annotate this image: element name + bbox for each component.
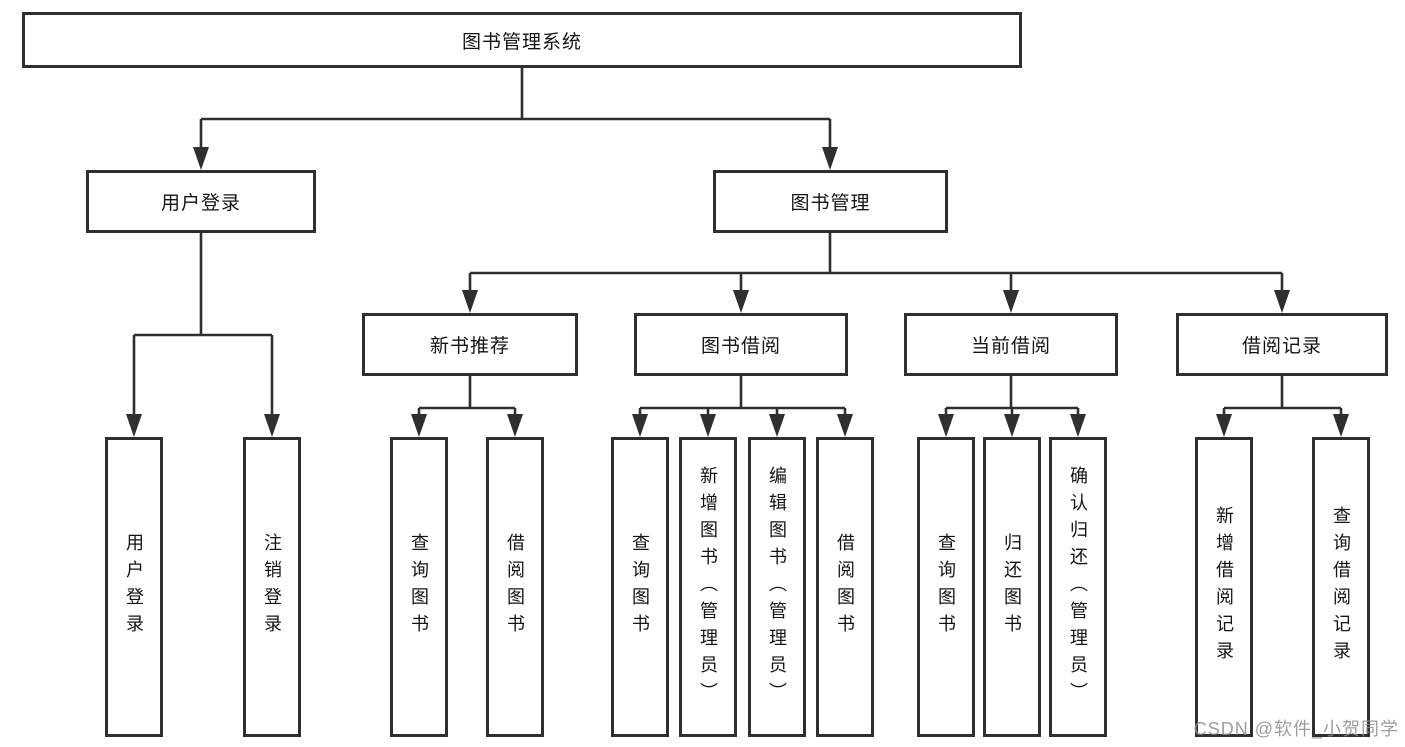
leaf-add-book-admin: 新增图书（管理员） bbox=[679, 437, 737, 737]
node-new-book-recommend-label: 新书推荐 bbox=[429, 336, 510, 357]
leaf-logout: 注销登录 bbox=[243, 437, 301, 737]
node-book-borrow: 图书借阅 bbox=[634, 313, 848, 376]
leaf-borrow-books: 借阅图书 bbox=[816, 437, 874, 737]
node-book-management-label: 图书管理 bbox=[790, 193, 871, 214]
leaf-confirm-return-admin-label: 确认归还（管理员） bbox=[1068, 465, 1088, 709]
leaf-query-books-borrow-label: 查询图书 bbox=[630, 533, 650, 641]
leaf-query-books-borrow: 查询图书 bbox=[611, 437, 669, 737]
leaf-confirm-return-admin: 确认归还（管理员） bbox=[1049, 437, 1107, 737]
node-borrow-records-label: 借阅记录 bbox=[1241, 336, 1322, 357]
node-current-borrow-label: 当前借阅 bbox=[970, 336, 1051, 357]
leaf-add-borrow-record-label: 新增借阅记录 bbox=[1214, 506, 1234, 668]
leaf-add-borrow-record: 新增借阅记录 bbox=[1195, 437, 1253, 737]
leaf-user-login-label: 用户登录 bbox=[124, 533, 144, 641]
node-book-management: 图书管理 bbox=[713, 170, 948, 233]
node-user-login: 用户登录 bbox=[86, 170, 316, 233]
arrowhead-icons bbox=[126, 147, 1349, 437]
node-root: 图书管理系统 bbox=[22, 12, 1022, 68]
watermark: CSDN @软件_小贺同学 bbox=[1193, 719, 1399, 739]
leaf-query-borrow-record-label: 查询借阅记录 bbox=[1331, 506, 1351, 668]
node-user-login-label: 用户登录 bbox=[160, 193, 241, 214]
leaf-borrow-books-recommend-label: 借阅图书 bbox=[505, 533, 525, 641]
leaf-user-login: 用户登录 bbox=[105, 437, 163, 737]
leaf-return-book-label: 归还图书 bbox=[1002, 533, 1022, 641]
node-book-borrow-label: 图书借阅 bbox=[700, 336, 781, 357]
leaf-query-books-current-label: 查询图书 bbox=[936, 533, 956, 641]
node-current-borrow: 当前借阅 bbox=[904, 313, 1118, 376]
leaf-query-books-recommend: 查询图书 bbox=[390, 437, 448, 737]
leaf-borrow-books-recommend: 借阅图书 bbox=[486, 437, 544, 737]
leaf-edit-book-admin: 编辑图书（管理员） bbox=[748, 437, 806, 737]
leaf-edit-book-admin-label: 编辑图书（管理员） bbox=[767, 465, 787, 709]
leaf-query-books-recommend-label: 查询图书 bbox=[409, 533, 429, 641]
node-borrow-records: 借阅记录 bbox=[1176, 313, 1388, 376]
leaf-query-borrow-record: 查询借阅记录 bbox=[1312, 437, 1370, 737]
leaf-add-book-admin-label: 新增图书（管理员） bbox=[698, 465, 718, 709]
leaf-query-books-current: 查询图书 bbox=[917, 437, 975, 737]
node-new-book-recommend: 新书推荐 bbox=[362, 313, 578, 376]
leaf-logout-label: 注销登录 bbox=[262, 533, 282, 641]
leaf-return-book: 归还图书 bbox=[983, 437, 1041, 737]
node-root-label: 图书管理系统 bbox=[461, 31, 582, 53]
leaf-borrow-books-label: 借阅图书 bbox=[835, 533, 855, 641]
